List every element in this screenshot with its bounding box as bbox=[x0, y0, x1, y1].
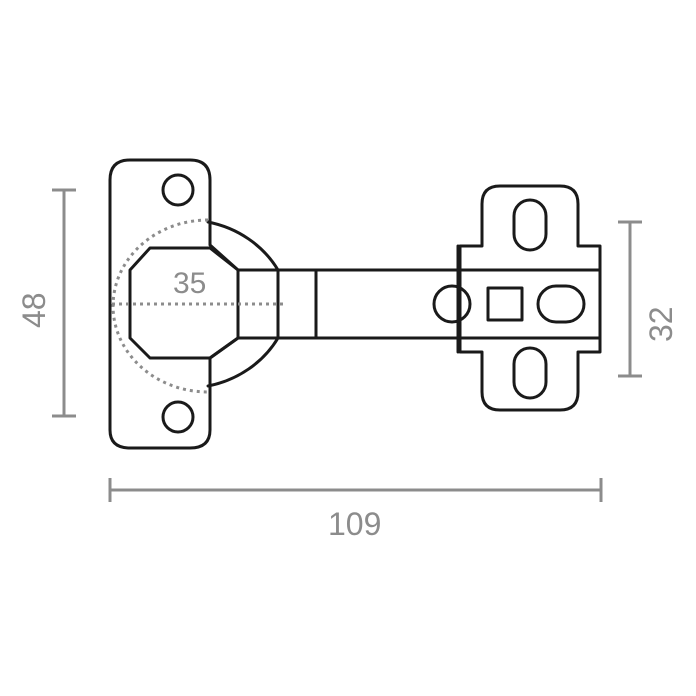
octagon-cup bbox=[128, 246, 240, 360]
total-length-label: 109 bbox=[328, 506, 382, 542]
cup-diameter-label: 35 bbox=[173, 267, 207, 300]
arm-end bbox=[456, 244, 602, 354]
height-left-label: 48 bbox=[16, 292, 52, 328]
adjust-square bbox=[486, 286, 524, 322]
bottom-screw-hole bbox=[161, 400, 195, 434]
mounting-plate bbox=[458, 184, 602, 412]
height-right-label: 32 bbox=[643, 306, 679, 342]
hinge-arm bbox=[236, 268, 460, 340]
bottom-slot bbox=[512, 346, 548, 400]
cup-arc bbox=[206, 220, 280, 388]
door-plate bbox=[108, 158, 240, 450]
top-screw-hole bbox=[161, 173, 195, 207]
cup-circle-dashed bbox=[111, 218, 209, 394]
adjust-slot-right bbox=[536, 284, 586, 324]
adjust-screw-left bbox=[432, 284, 472, 324]
top-slot bbox=[512, 198, 548, 252]
